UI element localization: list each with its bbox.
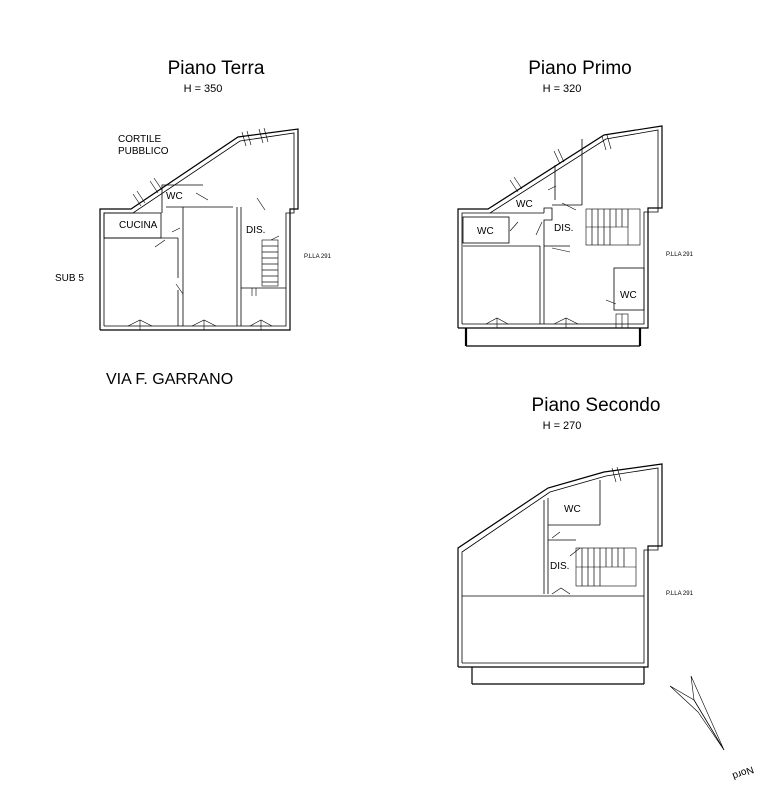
second-inner-walls [543, 480, 601, 594]
second-floor-plan: Piano Secondo H = 270 [457, 395, 694, 685]
north-arrow-icon: Nord [669, 675, 755, 781]
ground-doors [154, 192, 280, 295]
first-wc-right-label: WC [620, 290, 637, 301]
second-windows [611, 466, 622, 483]
street-label: VIA F. GARRANO [106, 371, 233, 388]
ground-hall-label: DIS. [246, 225, 265, 236]
second-outer-walls [457, 463, 663, 685]
first-doors [509, 185, 617, 305]
ground-windows [132, 127, 269, 207]
ground-inner-walls [103, 184, 286, 326]
first-floor-plan: Piano Primo H = 320 [457, 58, 694, 347]
second-floor-title: Piano Secondo [532, 395, 661, 416]
ground-floor-plan: Piano Terra H = 350 CORTILE PUBBLICO [55, 58, 332, 331]
first-parcel-label: P.LLA 291 [666, 252, 694, 258]
second-doors [551, 531, 581, 595]
north-label: Nord [731, 763, 755, 781]
first-staircase [585, 208, 641, 246]
ground-floor-title: Piano Terra [168, 58, 265, 79]
first-wc-left-label: WC [477, 226, 494, 237]
first-windows [509, 134, 612, 193]
second-staircase [575, 547, 637, 587]
ground-parcel-label: P.LLA 291 [304, 254, 332, 260]
ground-kitchen-label: CUCINA [119, 220, 158, 231]
first-floor-height: H = 320 [543, 83, 582, 95]
ground-courtyard-label-2: PUBBLICO [118, 146, 169, 157]
first-inner-walls [462, 139, 645, 324]
second-parcel-label: P.LLA 291 [666, 591, 694, 597]
ground-wc-label: WC [166, 191, 183, 202]
first-front-windows [485, 313, 629, 329]
first-hall-label: DIS. [554, 223, 573, 234]
ground-floor-height: H = 350 [184, 83, 223, 95]
first-floor-title: Piano Primo [528, 58, 632, 79]
ground-front-doors [127, 319, 273, 330]
second-hall-label: DIS. [550, 561, 569, 572]
second-floor-height: H = 270 [543, 420, 582, 432]
second-wc-label: WC [564, 504, 581, 515]
ground-staircase [251, 239, 279, 296]
ground-courtyard-label-1: CORTILE [118, 134, 161, 145]
ground-neighbor-label: SUB 5 [55, 273, 84, 284]
first-wc-top-label: WC [516, 199, 533, 210]
